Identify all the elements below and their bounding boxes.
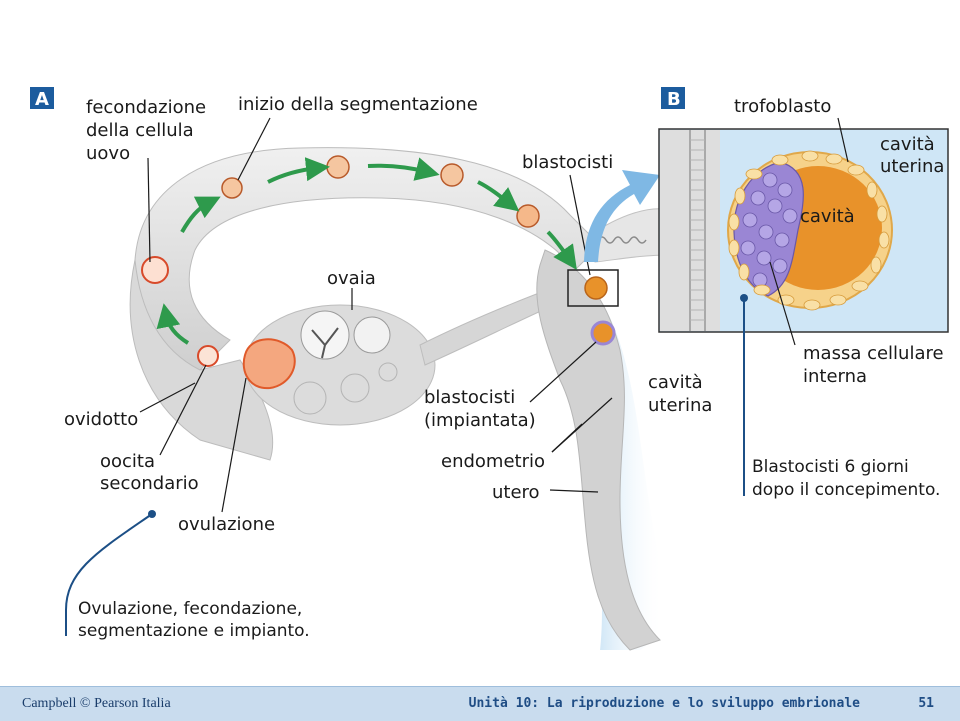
follicle-1-burst	[311, 327, 339, 359]
footer-publisher: Campbell © Pearson Italia	[22, 696, 171, 711]
caption-a-callout	[65, 513, 153, 636]
endometrium-cells	[690, 139, 705, 321]
oviduct-funnel	[129, 259, 274, 461]
follicle-1	[300, 310, 350, 360]
caption-a-dot	[148, 510, 156, 518]
leader-inner-mass	[769, 261, 796, 346]
leader-implanted	[529, 341, 597, 403]
ovulated-oocyte	[197, 345, 219, 367]
arrow-1	[156, 303, 190, 345]
leader-endometrium-2	[551, 423, 583, 453]
label-uterine-cavity-b-line-2: uterina	[880, 156, 944, 177]
label-ovaries: ovaia	[327, 268, 376, 289]
label-blastocyst-implanted: blastocisti (impiantata)	[424, 387, 536, 431]
caption-b-line-2: dopo il concepimento.	[752, 480, 940, 500]
label-uterine-cavity-b-line-1: cavità	[880, 134, 935, 155]
follicle-4	[293, 381, 327, 415]
panel-b: B trofo	[658, 87, 949, 500]
caption-b-line-1: Blastocisti 6 giorni	[752, 457, 909, 477]
caption-a-line-2: segmentazione e impianto.	[78, 621, 310, 641]
fertilized-egg	[141, 256, 169, 284]
zoom-arrow	[584, 170, 660, 262]
movement-arrows	[156, 157, 577, 345]
footer-unit-title: Unità 10: La riproduzione e lo sviluppo …	[468, 696, 860, 711]
leader-trophoblast	[837, 117, 849, 163]
label-uterine-cavity-a-line-2: uterina	[648, 395, 712, 416]
blastocyst-in-tube	[584, 276, 608, 300]
caption-b-dot	[740, 294, 748, 302]
arrow-6	[546, 230, 577, 270]
panel-a: A	[30, 87, 712, 651]
panel-b-badge	[661, 87, 685, 109]
follicle-3	[340, 373, 370, 403]
arrow-3	[267, 157, 330, 184]
leader-fertilization	[147, 157, 151, 263]
arrow-4	[367, 157, 440, 181]
leader-oocyte	[159, 364, 207, 456]
label-uterine-cavity-a-line-1: cavità	[648, 372, 703, 393]
morula	[440, 163, 464, 187]
label-uterine-cavity-a: cavità uterina	[648, 372, 712, 416]
leader-ovulation	[221, 377, 247, 513]
label-fertilization-line-1: fecondazione	[86, 97, 206, 118]
follicle-5	[378, 362, 398, 382]
footer-page-number: 51	[918, 696, 934, 711]
two-cell-embryo	[221, 177, 243, 199]
label-oocyte-line-2: secondario	[100, 473, 199, 494]
label-oocyte-line-1: oocita	[100, 451, 155, 472]
panel-a-badge-label: A	[35, 89, 49, 110]
label-segmentation-start: inizio della segmentazione	[238, 94, 478, 115]
leader-oviduct	[139, 382, 196, 413]
footer-bar: Campbell © Pearson Italia Unità 10: La r…	[0, 686, 960, 721]
oviduct-tube	[133, 147, 601, 371]
label-cavity: cavità	[800, 206, 855, 227]
leader-segmentation	[237, 117, 271, 181]
label-uterus: utero	[492, 482, 540, 503]
zoom-box	[567, 269, 619, 307]
leader-lines	[139, 117, 613, 513]
label-blastocyst: blastocisti	[522, 152, 613, 173]
label-trophoblast: trofoblasto	[734, 96, 831, 117]
label-oviduct: ovidotto	[64, 409, 138, 430]
label-fertilization-line-3: uovo	[86, 143, 130, 164]
label-implanted-line-1: blastocisti	[424, 387, 515, 408]
label-fertilization: fecondazione della cellula uovo	[86, 97, 206, 164]
four-cell-embryo	[326, 155, 350, 179]
label-uterine-cavity-b: cavità uterina	[880, 134, 944, 177]
implanted-blastocyst	[590, 320, 616, 346]
label-fertilization-line-2: della cellula	[86, 120, 194, 141]
ovulating-follicle	[242, 338, 296, 390]
trophoblast-cells	[728, 150, 890, 311]
panel-b-leaders	[769, 117, 849, 346]
label-ovulation: ovulazione	[178, 514, 275, 535]
leader-uterus	[549, 489, 599, 493]
label-inner-cell-mass-line-2: interna	[803, 366, 867, 387]
inner-cell-mass-cells	[740, 172, 798, 288]
follicle-2	[353, 316, 391, 354]
panel-a-badge	[30, 87, 54, 109]
label-inner-cell-mass: massa cellulare interna	[803, 343, 944, 387]
label-endometrium: endometrio	[441, 451, 545, 472]
label-inner-cell-mass-line-1: massa cellulare	[803, 343, 944, 364]
endometrium-fringe	[597, 236, 647, 244]
label-oocyte: oocita secondario	[100, 451, 199, 494]
uterus-wall	[536, 249, 661, 651]
early-blastocyst	[516, 204, 540, 228]
arrow-2	[180, 196, 221, 233]
arrow-5	[477, 180, 520, 212]
caption-a-line-1: Ovulazione, fecondazione,	[78, 599, 302, 619]
label-implanted-line-2: (impiantata)	[424, 410, 536, 431]
panel-b-badge-label: B	[667, 89, 681, 110]
